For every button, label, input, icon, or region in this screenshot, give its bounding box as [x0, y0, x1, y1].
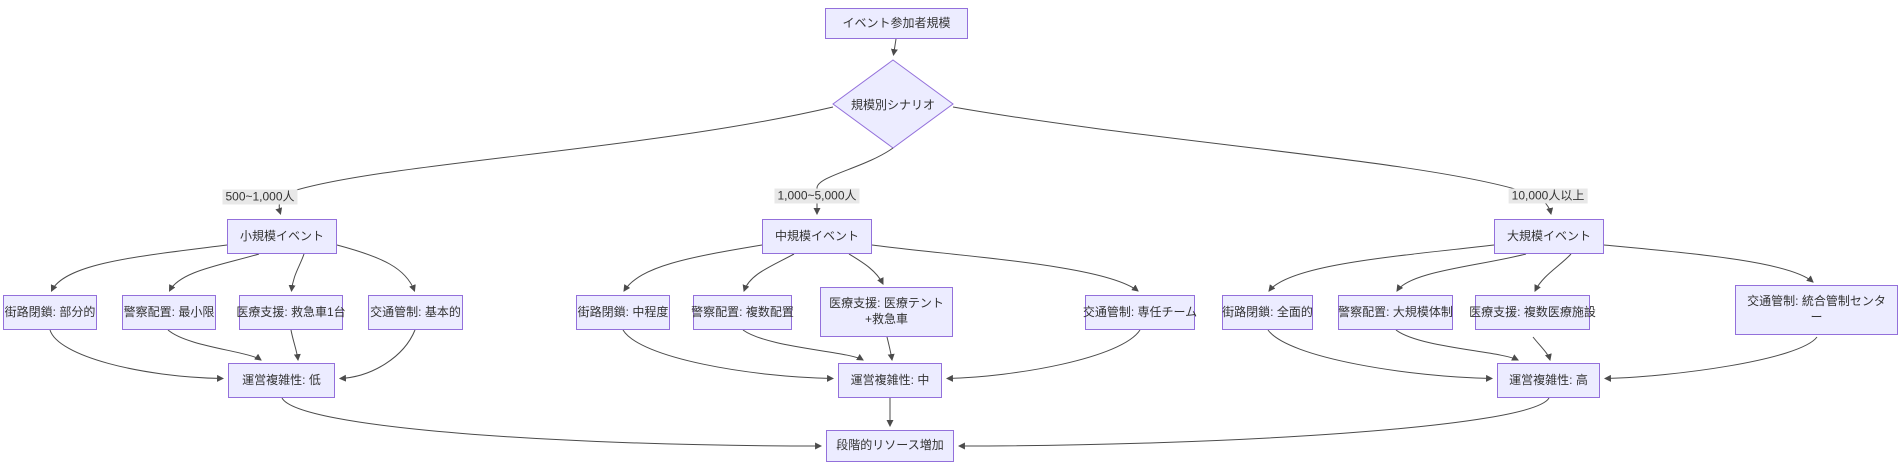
edge-label-10000-plus: 10,000人以上: [1508, 188, 1588, 204]
node-traffic-integrated-center: 交通管制: 統合管制センター: [1735, 285, 1898, 335]
node-large-event: 大規模イベント: [1494, 219, 1604, 254]
node-complexity-high: 運営複雑性: 高: [1497, 363, 1600, 398]
node-staged-resource-increase: 段階的リソース増加: [826, 430, 954, 462]
node-traffic-dedicated-team: 交通管制: 専任チーム: [1083, 295, 1197, 330]
node-medical-tent-ambulance: 医療支援: 医療テント+救急車: [820, 287, 953, 337]
node-police-large-scale: 警察配置: 大規模体制: [1338, 295, 1453, 330]
edge-decision-to-medium: [813, 147, 894, 216]
edge-medical-to-complexity-low: [290, 329, 301, 362]
edge-large-to-traffic: [1603, 244, 1814, 283]
edge-medium-to-medical: [848, 253, 884, 285]
edge-street-to-complexity-low: [49, 329, 225, 382]
edge-decision-to-small: [275, 106, 834, 216]
edge-small-to-traffic: [336, 244, 416, 292]
node-medical-one-ambulance: 医療支援: 救急車1台: [236, 295, 346, 330]
node-traffic-basic: 交通管制: 基本的: [368, 295, 463, 330]
edge-medium-to-street: [623, 244, 763, 292]
node-police-multiple: 警察配置: 複数配置: [691, 295, 794, 330]
edge-large-to-medical: [1534, 253, 1572, 292]
node-street-closure-moderate: 街路閉鎖: 中程度: [576, 295, 670, 330]
edge-medical-to-complexity-high: [1532, 336, 1552, 362]
edge-street-to-complexity-high: [1267, 329, 1494, 382]
node-complexity-low: 運営複雑性: 低: [228, 363, 335, 398]
edge-small-to-police: [169, 253, 260, 292]
edge-label-1000-5000: 1,000~5,000人: [774, 188, 860, 204]
edge-large-to-street: [1268, 244, 1495, 292]
edge-root-to-decision: [890, 38, 898, 57]
node-street-closure-partial: 街路閉鎖: 部分的: [3, 295, 97, 330]
edge-small-to-street: [50, 244, 228, 292]
edge-police-to-complexity-medium: [742, 329, 864, 361]
edge-traffic-to-complexity-medium: [945, 329, 1141, 382]
edge-decision-to-large: [952, 106, 1554, 216]
edge-medical-to-complexity-medium: [886, 336, 895, 362]
edge-label-500-1000: 500~1,000人: [222, 189, 298, 205]
edge-large-to-police: [1396, 253, 1527, 292]
node-event-participant-scale: イベント参加者規模: [825, 8, 968, 39]
edge-traffic-to-complexity-high: [1603, 336, 1818, 382]
edge-police-to-complexity-high: [1395, 329, 1519, 361]
node-complexity-medium: 運営複雑性: 中: [838, 363, 942, 398]
edge-complexity-high-to-final: [957, 397, 1550, 450]
edge-street-to-complexity-medium: [622, 329, 835, 382]
edge-medium-to-police: [742, 253, 795, 292]
edge-complexity-low-to-final: [281, 397, 823, 450]
edge-police-to-complexity-low: [167, 329, 262, 361]
node-small-event: 小規模イベント: [227, 219, 337, 254]
node-medium-event: 中規模イベント: [762, 219, 872, 254]
node-police-minimal: 警察配置: 最小限: [122, 295, 216, 330]
edge-small-to-medical: [288, 253, 305, 293]
edge-medium-to-traffic: [871, 244, 1139, 292]
node-medical-multiple-facilities: 医療支援: 複数医療施設: [1469, 295, 1596, 330]
edge-traffic-to-complexity-low: [338, 329, 416, 382]
node-street-closure-full: 街路閉鎖: 全面的: [1222, 295, 1313, 330]
decision-scale-scenario-label: 規模別シナリオ: [850, 97, 935, 112]
